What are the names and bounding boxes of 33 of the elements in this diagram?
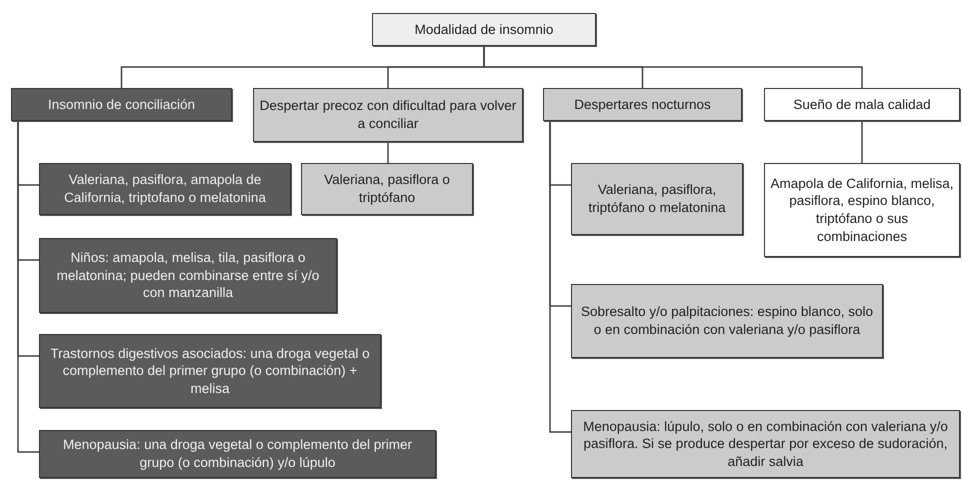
connector-line — [549, 121, 571, 433]
category-box — [571, 163, 743, 235]
category-box — [39, 238, 337, 313]
category-box — [764, 88, 960, 121]
category-box — [764, 163, 960, 257]
connector-line — [17, 121, 39, 453]
category-box — [372, 13, 596, 46]
box-text: Amapola de California, melisa, pasiflora, espino blanco, triptófano o sus combinaciones — [770, 174, 954, 246]
box-text: Despertar precoz con dificultad para volver a conciliar — [259, 97, 517, 133]
box-text: Valeriana, pasiflora, triptófano o melatonina — [587, 181, 727, 217]
box-text: Despertares nocturnos — [574, 96, 711, 114]
category-box — [543, 88, 742, 121]
box-text: Valeriana, pasiflora, amapola de California, triptofano o melatonina — [63, 171, 267, 207]
category-box — [39, 334, 381, 408]
category-box — [11, 88, 232, 121]
connector-line — [483, 46, 863, 88]
box-text: Insomnio de conciliación — [48, 96, 196, 114]
category-box — [253, 88, 523, 142]
connector-line — [861, 121, 863, 163]
category-box — [571, 284, 883, 358]
box-text: Sobresalto y/o palpitaciones: espino blanco, solo o en combinación con valeriana y/o pasiflora — [580, 303, 874, 339]
category-box — [39, 163, 291, 215]
box-text: Menopausia: lúpulo, solo o en combinación con valeriana y/o pasiflora. Si se produce despertar por exceso de sudoración, añadir salvia — [582, 418, 949, 470]
box-text: Menopausia: una droga vegetal o complemento del primer grupo (o combinación) y/o lúpulo — [62, 436, 413, 472]
box-text: Trastornos digestivos asociados: una droga vegetal o complemento del primer grupo (o combinación) + melisa — [49, 344, 371, 398]
box-text: Modalidad de insomnio — [414, 20, 554, 38]
category-box — [571, 410, 960, 478]
connector-line — [387, 142, 389, 163]
box-text: Sueño de mala calidad — [793, 96, 931, 114]
category-box — [301, 163, 473, 215]
box-text: Niños: amapola, melisa, tila, pasiflora o melatonina; pueden combinarse entre sí y/o con manzanilla — [56, 249, 320, 302]
category-box — [39, 430, 436, 478]
box-text: Valeriana, pasiflora o triptófano — [323, 171, 451, 207]
